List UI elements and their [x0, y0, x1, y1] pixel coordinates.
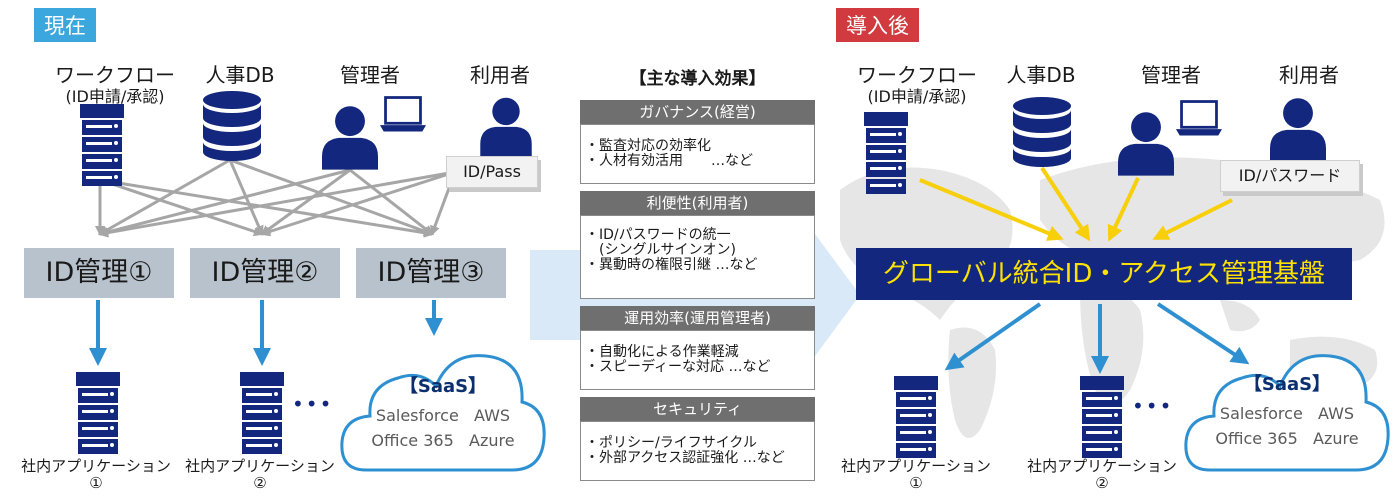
workflow-label-line2: (ID申請/承認): [65, 87, 165, 106]
saas-cloud-text: 【SaaS】 Salesforce AWS Office 365 Azure: [340, 372, 546, 450]
after-tag: 導入後: [836, 8, 919, 42]
app-2-server-icon: [240, 372, 284, 458]
after-hr-database-icon: [1012, 96, 1072, 168]
admin-person-icon: [322, 104, 378, 170]
user-label: 利用者: [470, 63, 530, 87]
after-saas-title: 【SaaS】: [1243, 374, 1331, 395]
after-laptop-icon: [1176, 100, 1222, 138]
saas-cloud-shape: [340, 354, 546, 472]
current-connections: [95, 158, 457, 238]
effect-governance-line2: ・人材有効活用 …など: [585, 153, 753, 169]
effect-convenience-line1: ・ID/パスワードの統一: [585, 227, 731, 243]
effect-governance-body: ・監査対応の効率化 ・人材有効活用 …など: [580, 124, 815, 184]
after-app-arrows: [944, 302, 1250, 374]
effect-convenience-line2: (シングルサインオン): [585, 242, 736, 258]
after-saas-services-line1: Salesforce AWS: [1219, 404, 1355, 423]
workflow-server-icon: [80, 104, 124, 190]
after-saas-services-line2: Office 365 Azure: [1215, 429, 1359, 448]
app-2-label-line2: ②: [253, 474, 267, 492]
workflow-label-line1: ワークフロー: [55, 63, 175, 87]
app-1-label: 社内アプリケーション ①: [6, 458, 186, 492]
effect-operations-line1: ・自動化による作業軽減: [585, 344, 739, 360]
after-app-1-server-icon: [894, 376, 938, 462]
after-app-1-label-line1: 社内アプリケーション: [841, 457, 991, 475]
effect-governance-heading: ガバナンス(経営): [580, 100, 815, 124]
after-saas-cloud-shape: [1184, 354, 1390, 472]
app-2-label: 社内アプリケーション ②: [170, 458, 350, 492]
after-app-2-server-icon: [1080, 376, 1124, 462]
after-admin-person-icon: [1118, 110, 1174, 176]
id-management-1: ID管理①: [24, 248, 174, 298]
app-1-label-line1: 社内アプリケーション: [21, 457, 171, 475]
after-admin-label: 管理者: [1141, 63, 1201, 87]
after-saas-cloud-text: 【SaaS】 Salesforce AWS Office 365 Azure: [1184, 370, 1390, 448]
saas-title: 【SaaS】: [399, 376, 487, 397]
after-workflow-server-icon: [864, 112, 908, 198]
id-management-2: ID管理②: [190, 248, 340, 298]
after-app-2-label-line1: 社内アプリケーション: [1027, 457, 1177, 475]
app-1-server-icon: [76, 372, 120, 458]
hr-db-label: 人事DB: [205, 63, 275, 87]
after-app-1-label: 社内アプリケーション ①: [826, 458, 1006, 492]
credential-badge: ID/Pass: [446, 156, 538, 188]
effect-governance-line1: ・監査対応の効率化: [585, 138, 711, 154]
effect-security-line1: ・ポリシー/ライフサイクル: [585, 435, 758, 451]
current-tag: 現在: [34, 8, 96, 42]
app-2-label-line1: 社内アプリケーション: [185, 457, 335, 475]
effect-operations-heading: 運用効率(運用管理者): [580, 306, 815, 330]
effect-operations-line2: ・スピーディーな対応 …など: [585, 359, 771, 375]
saas-services-line2: Office 365 Azure: [371, 431, 515, 450]
id-management-3: ID管理③: [356, 248, 506, 298]
global-id-access-platform: グローバル統合ID・アクセス管理基盤: [856, 248, 1352, 300]
effect-convenience-heading: 利便性(利用者): [580, 191, 815, 215]
hr-database-icon: [202, 90, 262, 162]
after-connections: [919, 166, 1233, 242]
current-app-arrows: [89, 300, 443, 366]
effects-title: 【主な導入効果】: [629, 69, 766, 89]
after-app-2-label-line2: ②: [1095, 474, 1109, 492]
laptop-icon: [380, 96, 426, 134]
after-workflow-label-line1: ワークフロー: [857, 63, 977, 87]
saas-services-line1: Salesforce AWS: [375, 406, 511, 425]
after-more-apps-ellipsis: •••: [1132, 394, 1174, 418]
after-app-1-label-line2: ①: [909, 474, 923, 492]
app-1-label-line2: ①: [89, 474, 103, 492]
after-workflow-label-line2: (ID申請/承認): [867, 87, 967, 106]
after-user-label: 利用者: [1279, 63, 1339, 87]
effect-security-body: ・ポリシー/ライフサイクル ・外部アクセス認証強化 …など: [580, 421, 815, 481]
effect-security-heading: セキュリティ: [580, 397, 815, 421]
effect-operations-body: ・自動化による作業軽減 ・スピーディーな対応 …など: [580, 330, 815, 390]
user-person-icon: [480, 96, 532, 156]
more-apps-ellipsis: •••: [292, 392, 334, 416]
after-hr-db-label: 人事DB: [1006, 63, 1076, 87]
effect-security-line2: ・外部アクセス認証強化 …など: [585, 450, 785, 466]
effect-convenience-line3: ・異動時の権限引継 …など: [585, 257, 758, 273]
effect-convenience-body: ・ID/パスワードの統一 (シングルサインオン) ・異動時の権限引継 …など: [580, 215, 815, 299]
workflow-label: ワークフロー (ID申請/承認): [40, 64, 190, 108]
after-app-2-label: 社内アプリケーション ②: [1012, 458, 1192, 492]
after-workflow-label: ワークフロー (ID申請/承認): [842, 64, 992, 108]
after-credential-badge: ID/パスワード: [1220, 160, 1360, 192]
after-user-person-icon: [1270, 96, 1326, 162]
admin-label: 管理者: [340, 63, 400, 87]
